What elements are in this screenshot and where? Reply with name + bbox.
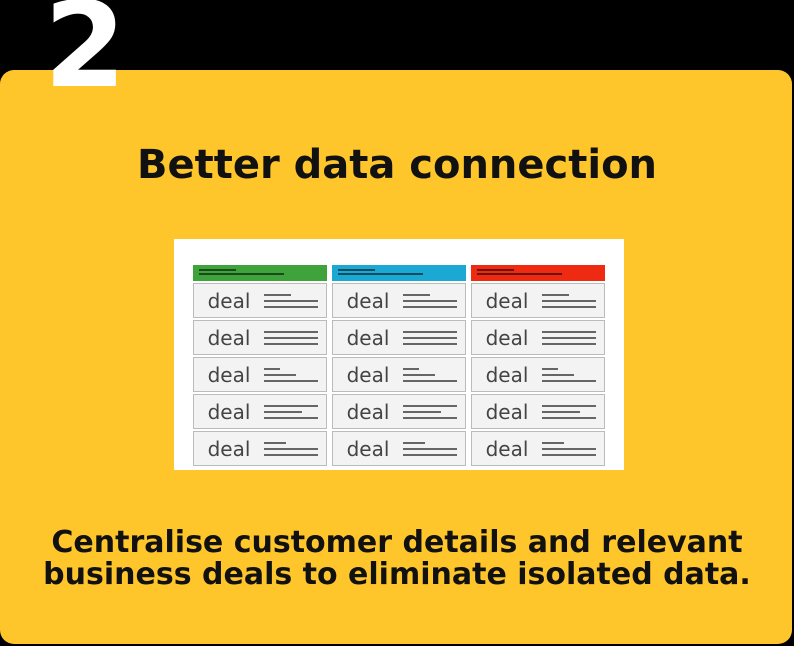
deal-board-illustration: deal deal deal deal deal deal deal deal …	[174, 239, 624, 470]
deal-column-green: deal deal deal deal deal	[193, 265, 327, 466]
step-number: 2	[44, 0, 127, 114]
deal-card: deal	[471, 394, 605, 429]
deal-column-red: deal deal deal deal deal	[471, 265, 605, 466]
feature-description: Centralise customer details and relevant…	[0, 527, 794, 591]
feature-title: Better data connection	[136, 142, 658, 188]
deal-card: deal	[332, 283, 466, 318]
deal-card: deal	[193, 394, 327, 429]
deal-card: deal	[471, 320, 605, 355]
deal-card: deal	[332, 431, 466, 466]
deal-card: deal	[193, 283, 327, 318]
deal-card: deal	[332, 320, 466, 355]
deal-card: deal	[332, 394, 466, 429]
column-header	[193, 265, 327, 281]
deal-card: deal	[471, 357, 605, 392]
deal-card: deal	[193, 431, 327, 466]
deal-card: deal	[471, 431, 605, 466]
column-header	[332, 265, 466, 281]
deal-column-blue: deal deal deal deal deal	[332, 265, 466, 466]
description-line-2: business deals to eliminate isolated dat…	[43, 557, 751, 592]
deal-card: deal	[193, 320, 327, 355]
deal-card: deal	[193, 357, 327, 392]
column-header	[471, 265, 605, 281]
description-line-1: Centralise customer details and relevant	[51, 525, 743, 560]
deal-card: deal	[332, 357, 466, 392]
deal-card: deal	[471, 283, 605, 318]
